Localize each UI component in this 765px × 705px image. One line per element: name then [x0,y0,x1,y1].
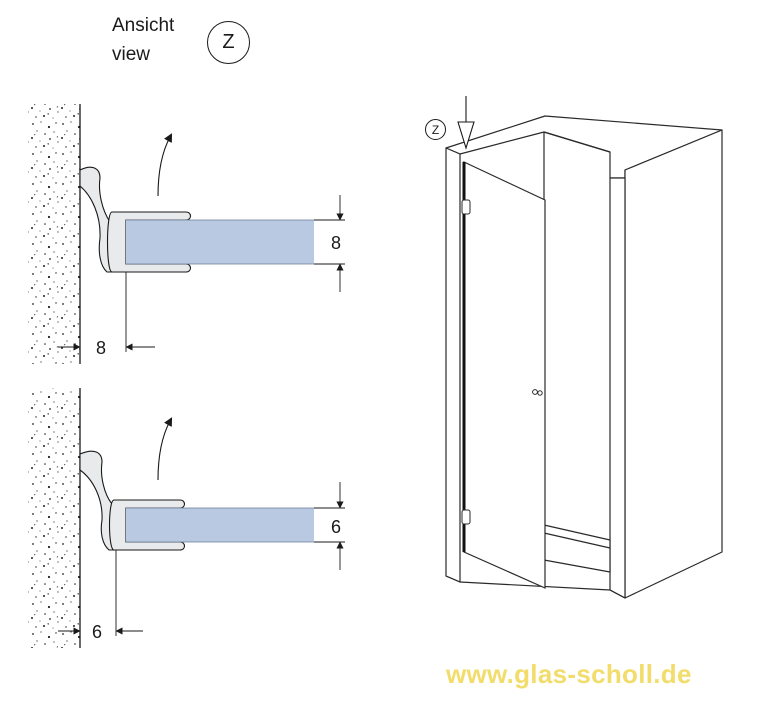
swing-arrow-top [157,133,173,197]
door-knob [532,389,538,395]
glass-pane-bottom [126,508,314,542]
tray-edge [543,532,611,549]
detail-top [28,104,345,364]
enclosure-right-wall-face [609,177,626,599]
wall-offset-label-bottom: 6 [92,622,103,642]
enclosure-back-right [543,131,611,153]
glass-thickness-label-top: 8 [331,233,342,253]
view-label-english: view [112,44,151,65]
view-marker-circle: Z [207,21,250,64]
glass-pane-top [126,220,314,264]
enclosure-base [445,575,626,599]
door-panel [463,161,546,589]
shower-tray [543,524,611,573]
watermark-url: www.glas-scholl.de [446,659,692,689]
view-label-german: Ansicht [112,15,175,36]
wall-top [28,104,80,364]
door-knob-2 [537,390,543,396]
hinge-lower [461,509,471,525]
shower-door [461,161,546,589]
view-arrow [457,96,475,150]
wall-offset-label-top: 8 [96,338,107,358]
enclosure-left-wall [445,147,461,583]
shower-view-marker: Z [425,119,446,140]
seal-profile-bottom [108,499,186,551]
swing-arrow-bottom [157,417,173,481]
enclosure-right-wall [624,129,723,599]
view-arrow-head [457,121,475,150]
seal-profile-top [107,211,192,273]
glass-thickness-label-bottom: 6 [331,517,342,537]
wall-bottom [28,388,80,648]
detail-bottom [28,388,345,648]
hinge-upper [461,199,471,215]
